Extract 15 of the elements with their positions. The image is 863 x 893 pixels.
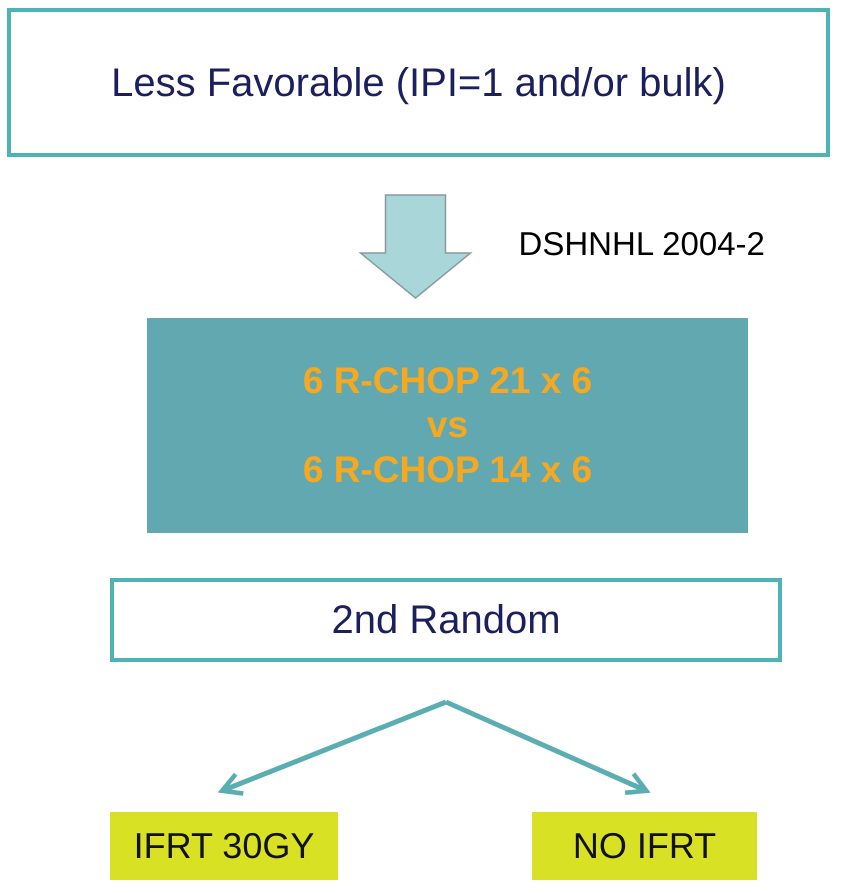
process-box	[147, 318, 748, 533]
box-text: IFRT 30GY	[134, 825, 314, 867]
arrow	[444, 700, 649, 796]
process-box	[110, 812, 338, 880]
process-box	[7, 8, 830, 157]
box-text: 6 R-CHOP 14 x 6	[302, 448, 592, 492]
box-text: NO IFRT	[572, 825, 716, 867]
box-text: 6 R-CHOP 21 x 6	[302, 358, 592, 403]
process-box	[110, 578, 782, 662]
block-arrow	[358, 194, 473, 299]
box-text: 2nd Random	[331, 597, 561, 644]
process-box	[532, 812, 757, 880]
box-text: Less Favorable (IPI=1 and/or bulk)	[111, 60, 726, 106]
box-text: vs	[426, 403, 468, 448]
arrow	[220, 700, 447, 796]
